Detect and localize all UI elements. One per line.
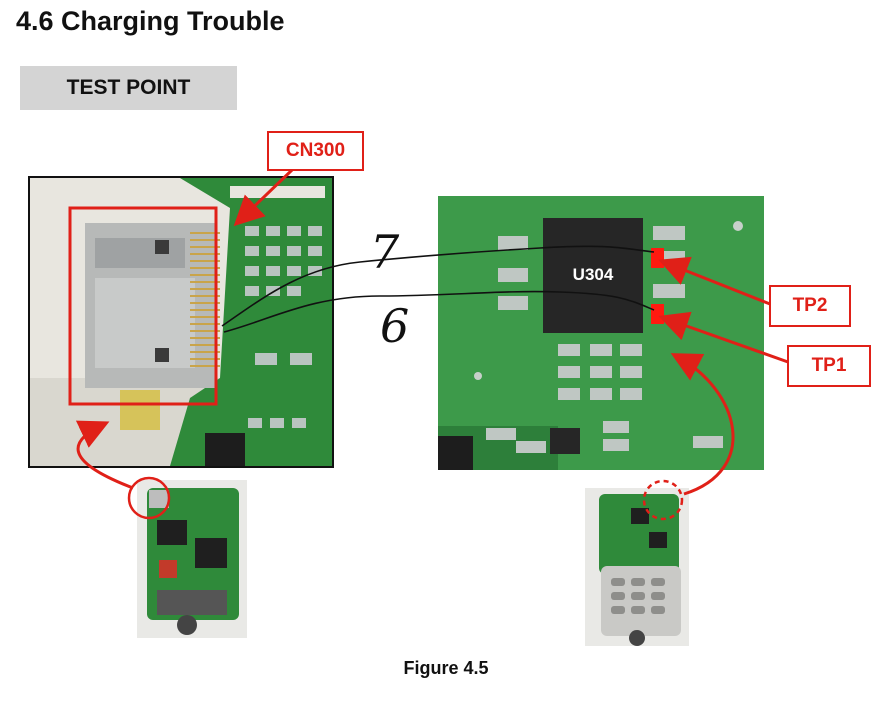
chip-label-u304: U304 bbox=[573, 265, 614, 284]
cn300-label: CN300 bbox=[285, 140, 346, 161]
test-point-label: TEST POINT bbox=[20, 66, 237, 110]
phone-board-photo-right bbox=[585, 488, 689, 646]
figure-caption: Figure 4.5 bbox=[403, 658, 489, 678]
handwritten-seven: 7 bbox=[370, 225, 400, 279]
tp1-label: TP1 bbox=[811, 355, 847, 376]
tp2-label: TP2 bbox=[792, 295, 828, 316]
u304-closeup-photo: U304 bbox=[438, 196, 764, 470]
tp1-callout: TP1 bbox=[787, 345, 871, 387]
test-point-text: TEST POINT bbox=[66, 76, 191, 99]
cn300-callout: CN300 bbox=[267, 131, 364, 171]
handwritten-six: 6 bbox=[380, 299, 409, 353]
connector-closeup-photo bbox=[28, 176, 334, 468]
section-heading: 4.6 Charging Trouble bbox=[16, 6, 285, 36]
tp2-callout: TP2 bbox=[769, 285, 851, 327]
phone-board-photo-left bbox=[137, 480, 247, 638]
